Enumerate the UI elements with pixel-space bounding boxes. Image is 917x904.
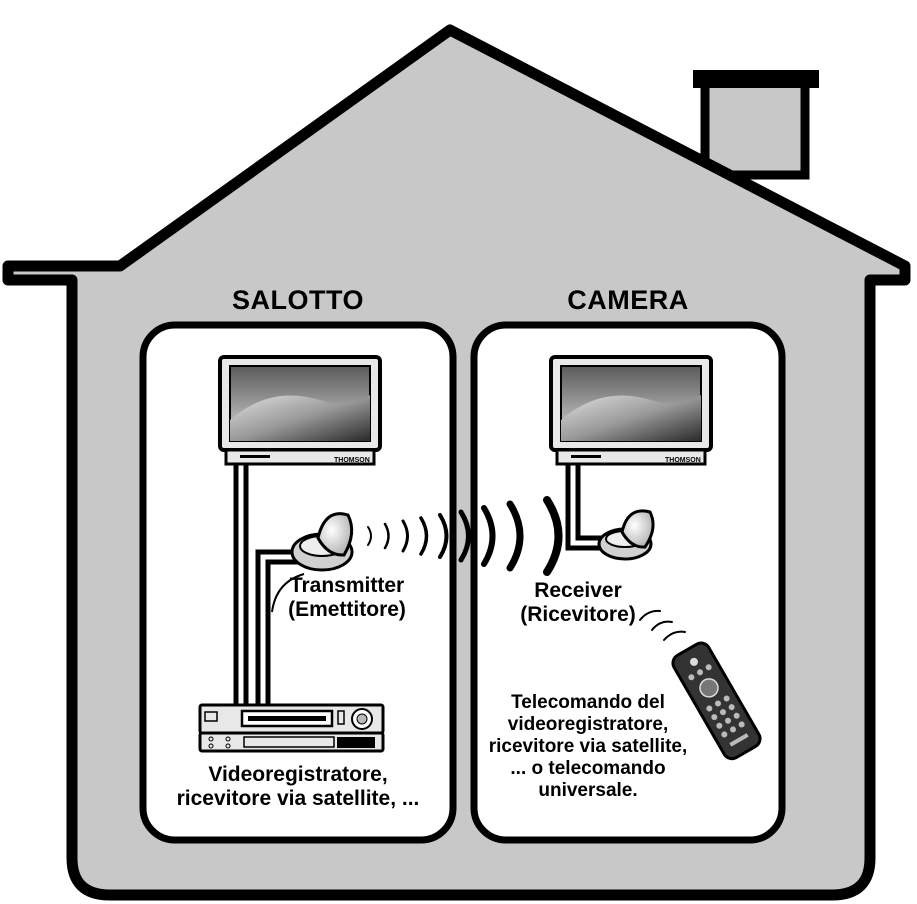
receiver-label: Receiver (Ricevitore) (498, 579, 658, 627)
vcr-device-icon (198, 703, 385, 753)
transmitter-dish-icon (290, 512, 354, 572)
tv-left-brand: THOMSON (334, 457, 370, 464)
receiver-label-line1: Receiver (534, 579, 622, 602)
cables-left (233, 462, 305, 705)
remote-caption-line1: Telecomando del (511, 692, 665, 713)
room-title-camera: CAMERA (567, 285, 689, 315)
tv-right-brand: THOMSON (665, 457, 701, 464)
receiver-label-line2: (Ricevitore) (520, 603, 636, 626)
remote-waves-icon (639, 609, 686, 641)
tv-left-icon (218, 355, 382, 466)
remote-caption: Telecomando del videoregistratore, ricev… (478, 692, 698, 802)
transmitter-label: Transmitter (Emettitore) (262, 574, 432, 622)
receiver-dish-icon (597, 509, 655, 561)
cables-right (565, 462, 602, 551)
transmitter-label-line2: (Emettitore) (288, 598, 406, 621)
transmitter-label-line1: Transmitter (289, 574, 405, 597)
remote-caption-line2: videoregistratore, (507, 714, 669, 735)
vcr-caption-line1: Videoregistratore, (208, 763, 388, 786)
vcr-caption-line2: ricevitore via satellite, ... (176, 787, 420, 810)
signal-waves-icon (367, 496, 563, 576)
remote-control-icon (671, 641, 762, 761)
tv-right-icon (549, 355, 713, 466)
remote-caption-line4: ... o telecomando (510, 758, 666, 779)
remote-caption-line5: universale. (538, 780, 638, 801)
vcr-caption: Videoregistratore, ricevitore via satell… (148, 763, 448, 811)
chimney-icon (693, 70, 819, 180)
remote-caption-line3: ricevitore via satellite, (488, 736, 688, 757)
room-title-salotto: SALOTTO (231, 285, 364, 315)
